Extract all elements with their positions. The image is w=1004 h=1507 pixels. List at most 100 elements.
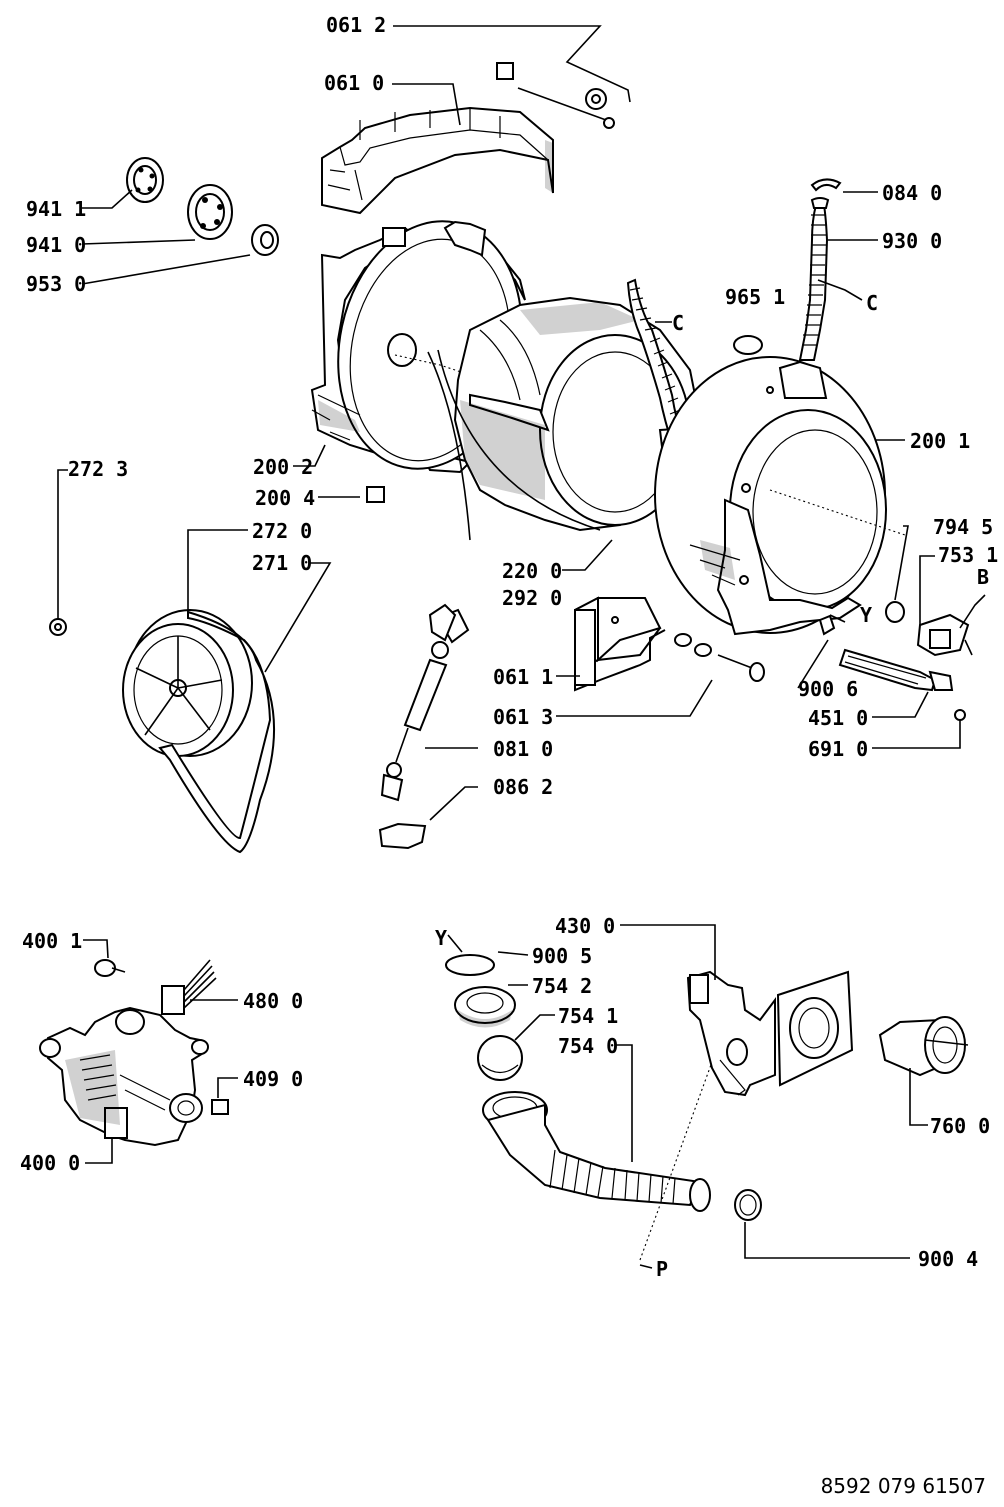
counterweight-bolt-part: [496, 62, 615, 129]
tub-band-line: [427, 351, 471, 541]
leader-0862: [429, 786, 478, 821]
leader-7945: [894, 525, 909, 601]
dotted-line-p: [639, 1039, 721, 1261]
leader-7540: [615, 1044, 633, 1162]
seal-9530-part: [251, 224, 279, 256]
drum-spider-line: [437, 349, 601, 531]
label-7541: 754 1: [558, 1004, 618, 1028]
counterweight-0611-part: [574, 596, 666, 692]
label-7540: 754 0: [558, 1034, 618, 1058]
label-c1: C: [672, 311, 684, 335]
leader-2710: [264, 562, 332, 673]
label-2004: 200 4: [255, 486, 315, 510]
label-2710: 271 0: [252, 551, 312, 575]
plug-9651-part: [733, 335, 763, 355]
bearing-9410-part: [187, 184, 233, 240]
label-9300: 930 0: [882, 229, 942, 253]
label-9530: 953 0: [26, 272, 86, 296]
sump-hose-7540-part: [482, 1091, 711, 1212]
label-0611: 061 1: [493, 665, 553, 689]
clamp-9004-part: [734, 1189, 762, 1221]
ring-9005-part: [445, 954, 495, 976]
nut-6910-part: [954, 709, 966, 721]
connector-4800-part: [161, 959, 217, 1015]
plug-4090-part: [211, 1099, 229, 1115]
drum-part: [453, 296, 702, 532]
heater-4510-part: [838, 648, 954, 692]
leader-c2: [817, 279, 863, 301]
label-4000: 400 0: [20, 1151, 80, 1175]
label-4800: 480 0: [243, 989, 303, 1013]
bolt-0613-part: [674, 633, 765, 682]
clip-0862-part: [378, 822, 427, 850]
label-2920: 292 0: [502, 586, 562, 610]
label-7531: 753 1: [938, 543, 998, 567]
label-9006: 900 6: [798, 677, 858, 701]
motor-part: [39, 1006, 209, 1147]
leader-0610: [392, 83, 461, 126]
clamp-0840-part: [810, 178, 842, 192]
label-0610: 061 0: [324, 71, 384, 95]
label-9004: 900 4: [918, 1247, 978, 1271]
axis-line: [394, 354, 471, 376]
label-p: P: [656, 1257, 668, 1281]
leader-9530: [81, 254, 251, 285]
label-9651: 965 1: [725, 285, 785, 309]
leader-4510: [872, 691, 929, 718]
leader-2002: [293, 444, 326, 467]
label-y1: Y: [860, 603, 872, 627]
leader-2723: [57, 469, 68, 620]
belt-part: [158, 610, 276, 854]
label-2200: 220 0: [502, 559, 562, 583]
label-2720: 272 0: [252, 519, 312, 543]
thermostat-7531-part: [916, 594, 986, 657]
label-0810: 081 0: [493, 737, 553, 761]
leader-7531: [919, 555, 935, 625]
label-7542: 754 2: [532, 974, 592, 998]
document-code: 8592 079 61507: [820, 1474, 986, 1498]
label-4090: 409 0: [243, 1067, 303, 1091]
shock-absorber-part: [380, 603, 470, 802]
label-2002: 200 2: [253, 455, 313, 479]
label-9411: 941 1: [26, 197, 86, 221]
leader-9006: [797, 639, 829, 689]
leader-2720: [187, 529, 248, 612]
leader-y1: [829, 614, 846, 623]
pump-4300-part: [686, 970, 854, 1097]
clip-9006-part: [818, 614, 836, 636]
gasket-7542-part: [454, 986, 516, 1028]
front-tub-part: [654, 356, 887, 636]
grommet-7945-part: [885, 601, 905, 623]
leader-7600: [909, 1068, 928, 1126]
leader-4000: [85, 1138, 113, 1164]
label-b: B: [977, 565, 989, 589]
ball-7541-part: [477, 1035, 523, 1081]
counterweight-part: [321, 106, 554, 215]
label-0612: 061 2: [326, 13, 386, 37]
leader-0613: [556, 679, 713, 717]
pulley-part: [122, 609, 253, 757]
hose-9300-part: [798, 197, 830, 361]
label-9410: 941 0: [26, 233, 86, 257]
leader-0612: [393, 25, 631, 103]
leader-2200: [562, 539, 613, 571]
leader-9410: [81, 239, 196, 245]
label-4510: 451 0: [808, 706, 868, 730]
bushing-4001-part: [94, 959, 126, 977]
label-6910: 691 0: [808, 737, 868, 761]
label-0840: 084 0: [882, 181, 942, 205]
leader-7541: [514, 1014, 555, 1041]
label-7600: 760 0: [930, 1114, 990, 1138]
part-labels: 061 2 061 0 941 1 941 0 953 0 084 0 930 …: [20, 13, 998, 1281]
label-9005: 900 5: [532, 944, 592, 968]
bearing-9411-part: [126, 157, 164, 203]
leader-9004: [744, 1222, 910, 1259]
leader-9411: [82, 189, 133, 209]
label-4300: 430 0: [555, 914, 615, 938]
leader-p: [639, 1264, 653, 1269]
label-0862: 086 2: [493, 775, 553, 799]
leader-9005: [497, 951, 529, 956]
leader-6910: [872, 720, 961, 749]
